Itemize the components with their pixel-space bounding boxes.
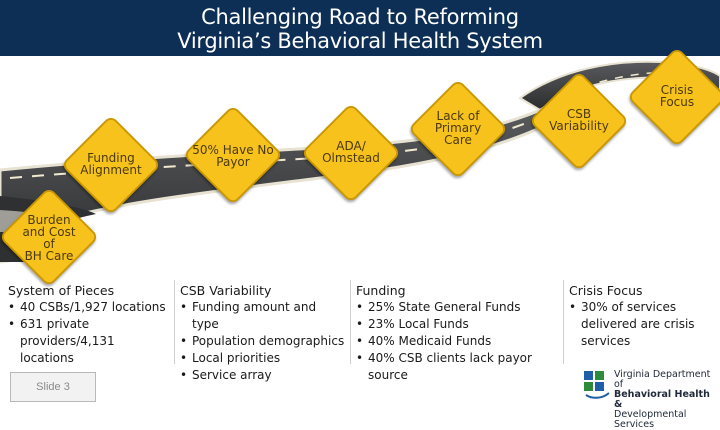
column-heading: Funding [356,283,406,298]
bullet-item: Local priorities [180,350,346,367]
bullet-item: 40% Medicaid Funds [356,333,560,350]
sign-text-line: Olmstead [322,151,380,165]
logo-line: Developmental Services [614,409,687,430]
bullet-list: 25% State General Funds 23% Local Funds … [356,299,560,384]
column-divider [174,280,175,364]
sign-text-line: Alignment [80,163,142,177]
sign-text-line: Payor [216,155,250,169]
bullet-item: 40% CSB clients lack payor source [356,350,560,384]
page-title-line-1: Challenging Road to Reforming [201,5,519,29]
bullet-item: 23% Local Funds [356,316,560,333]
bullet-item: Funding amount and type [180,299,346,333]
page-title-line-2: Virginia’s Behavioral Health System [177,29,543,53]
logo-text: Virginia Department of Behavioral Health… [614,370,716,430]
bullet-item: Service array [180,367,346,384]
bullet-list: 40 CSBs/1,927 locations 631 private prov… [8,299,170,367]
road-sign-funding-alignment: Funding Alignment [60,114,162,216]
bullet-list: Funding amount and type Population demog… [180,299,346,384]
sign-text-line: Primary [434,121,482,135]
slide-number: Slide 3 [10,372,96,402]
column-heading: Crisis Focus [569,283,643,298]
sign-label: Crisis Focus [626,84,720,108]
sign-label: Lack of Primary Care [407,110,509,146]
column-funding: Funding 25% State General Funds 23% Loca… [356,282,560,384]
column-divider [350,280,351,364]
sign-label: 50% Have No Payor [182,144,284,168]
logo-line: Behavioral Health & [614,389,710,410]
vdbhds-logo: Virginia Department of Behavioral Health… [582,368,716,430]
bullet-item: 25% State General Funds [356,299,560,316]
column-crisis-focus: Crisis Focus 30% of services delivered a… [569,282,703,350]
road-sign-burden-cost: Burden and Cost of BH Care [0,186,100,288]
column-heading: System of Pieces [8,283,115,298]
column-csb-variability: CSB Variability Funding amount and type … [180,282,346,384]
sign-label: Burden and Cost of BH Care [0,214,100,262]
sign-label: Funding Alignment [60,152,162,176]
road-sign-no-payor: 50% Have No Payor [182,104,284,206]
sign-text-line: Funding [87,151,135,165]
bullet-item: 631 private providers/4,131 locations [8,316,170,367]
title-bar: Challenging Road to Reforming Virginia’s… [0,0,720,56]
sign-text-line: Lack of [436,109,480,123]
column-divider [563,280,564,364]
sign-text-line: Burden [27,213,71,227]
road-sign-primary-care: Lack of Primary Care [407,78,509,180]
sign-text-line: Care [444,133,472,147]
sign-text-line: of [43,237,55,251]
sign-text-line: and Cost [22,225,76,239]
sign-text-line: 50% Have No [192,143,274,157]
logo-line: Virginia Department of [614,369,711,390]
road-sign-crisis-focus: Crisis Focus [626,46,720,148]
column-system-of-pieces: System of Pieces 40 CSBs/1,927 locations… [8,282,170,367]
bullet-item: 30% of services delivered are crisis ser… [569,299,703,350]
bullet-item: 40 CSBs/1,927 locations [8,299,170,316]
bullet-list: 30% of services delivered are crisis ser… [569,299,703,350]
road-sign-ada-olmstead: ADA/ Olmstead [300,102,402,204]
sign-label: ADA/ Olmstead [300,140,402,164]
sign-text-line: Focus [659,95,695,109]
sign-text-line: BH Care [24,249,74,263]
sign-text-line: CSB [566,107,592,121]
road-sign-csb-variability: CSB Variability [528,70,630,172]
vdbhds-logo-icon [584,371,610,399]
column-heading: CSB Variability [180,283,272,298]
sign-text-line: ADA/ [336,139,366,153]
bullet-item: Population demographics [180,333,346,350]
sign-label: CSB Variability [528,108,630,132]
sign-text-line: Variability [549,119,609,133]
sign-text-line: Crisis [660,83,694,97]
